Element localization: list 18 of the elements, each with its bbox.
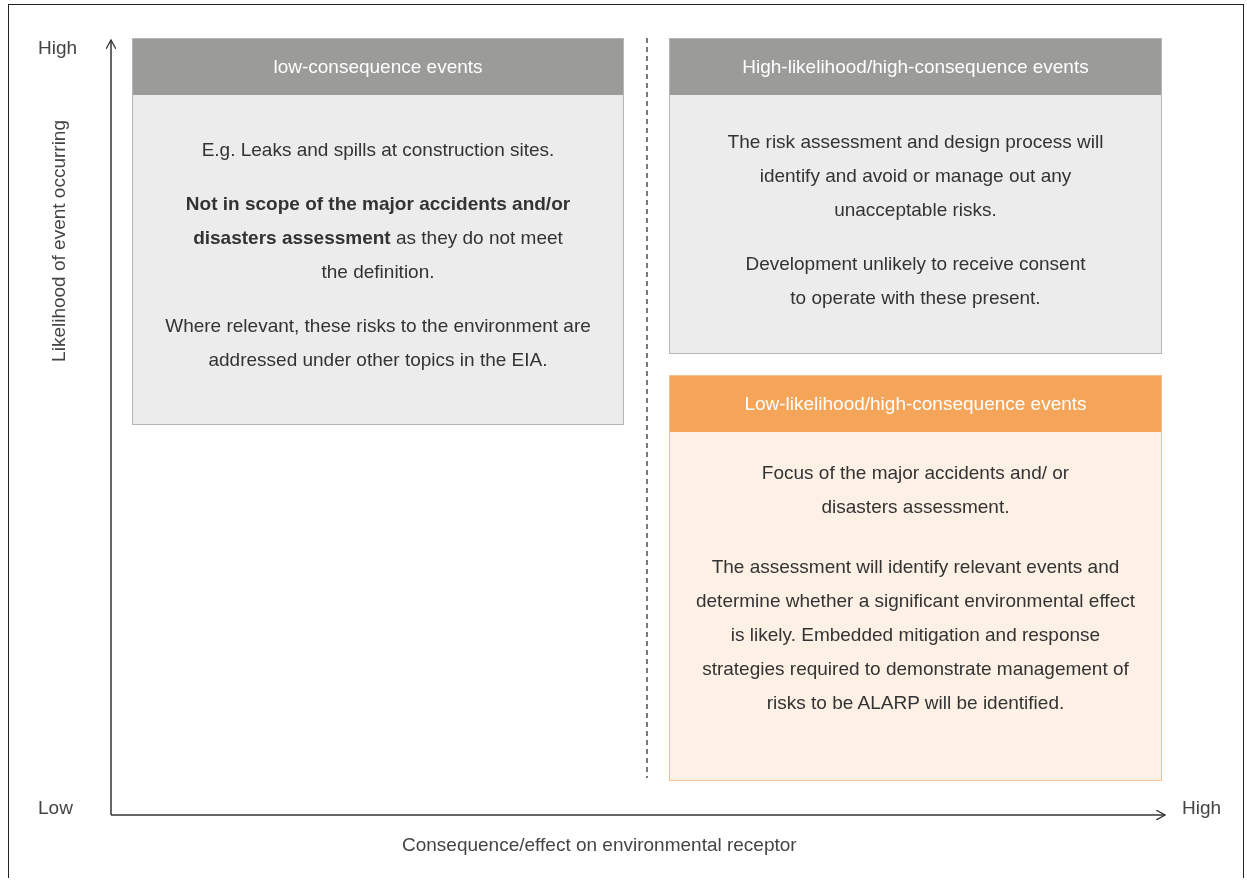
- body-text: Where relevant, these risks to the environment are addressed under other topics in the EIA.: [164, 314, 592, 372]
- axis-label: High: [1182, 797, 1222, 819]
- body-text: Development unlikely to receive consent to operate with these present.: [744, 252, 1087, 310]
- axis-label: Low: [38, 797, 73, 819]
- quadrant-card: [669, 375, 1162, 781]
- body-text: Focus of the major accidents and/ or disasters assessment.: [760, 461, 1071, 519]
- body-text: The risk assessment and design process will identify and avoid or manage out any unacceptable risks.: [726, 130, 1105, 222]
- body-text: The assessment will identify relevant events and determine whether a significant environmental effect is likely. Embedded mitigation and response strategies required to demonstrate management of risks to be ALARP will be identified.: [695, 555, 1136, 715]
- axis-title: Likelihood of event occurring: [48, 120, 70, 362]
- quadrant-card: [669, 38, 1162, 354]
- body-text: Not in scope of the major accidents and/or disasters assessment as they do not meet the definition.: [184, 192, 572, 284]
- axis-title: Consequence/effect on environmental receptor: [402, 834, 797, 856]
- quadrant-card: [132, 38, 624, 425]
- axis-label: High: [38, 37, 78, 59]
- body-text: E.g. Leaks and spills at construction sites.: [200, 138, 556, 162]
- card-header: High-likelihood/high-consequence events: [670, 39, 1161, 95]
- card-header: low-consequence events: [133, 39, 623, 95]
- card-header: Low-likelihood/high-consequence events: [670, 376, 1161, 432]
